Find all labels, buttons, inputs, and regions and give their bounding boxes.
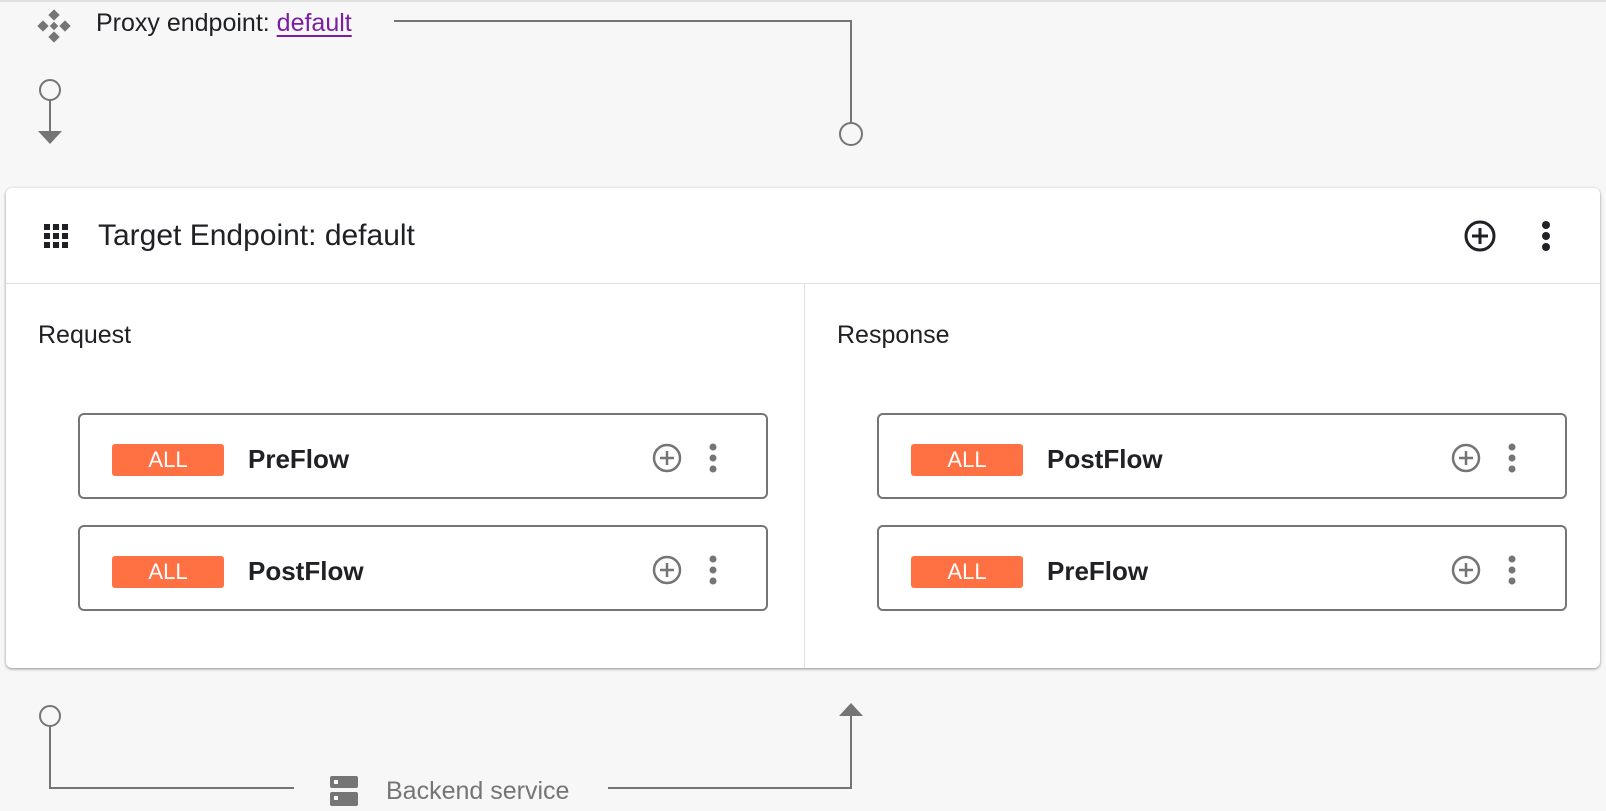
flow-name: PreFlow: [248, 444, 350, 474]
target-endpoint-title: Target Endpoint: default: [98, 219, 415, 252]
condition-badge: ALL: [911, 444, 1023, 476]
response-flow-row-postflow[interactable]: ALL PostFlow: [877, 413, 1567, 499]
proxy-endpoint-text: Proxy endpoint:: [96, 9, 277, 37]
more-vert-icon: [1508, 555, 1516, 585]
add-flow-button[interactable]: [1460, 216, 1500, 256]
response-section-title: Response: [837, 321, 950, 349]
backend-service-label: Backend service: [386, 777, 570, 805]
more-vert-icon: [1542, 221, 1550, 251]
add-policy-button[interactable]: [1449, 553, 1483, 587]
target-more-menu-button[interactable]: [1526, 216, 1566, 256]
flow-more-menu-button[interactable]: [1495, 553, 1529, 587]
request-response-divider: [804, 284, 805, 668]
condition-badge: ALL: [911, 556, 1023, 588]
add-circle-icon: [1451, 555, 1481, 585]
flow-more-menu-button[interactable]: [696, 441, 730, 475]
target-endpoint-header: Target Endpoint: default: [6, 188, 1600, 284]
request-section-title: Request: [38, 321, 132, 349]
target-endpoint-card: Target Endpoint: default Request Respons…: [6, 188, 1600, 668]
add-circle-icon: [1464, 220, 1496, 252]
more-vert-icon: [709, 443, 717, 473]
flow-more-menu-button[interactable]: [696, 553, 730, 587]
add-circle-icon: [652, 555, 682, 585]
request-flow-row-preflow[interactable]: ALL PreFlow: [78, 413, 768, 499]
more-vert-icon: [1508, 443, 1516, 473]
top-border: [0, 0, 1606, 2]
add-circle-icon: [652, 443, 682, 473]
proxy-endpoint-icon: [36, 8, 72, 44]
flow-name: PostFlow: [1047, 444, 1163, 474]
add-circle-icon: [1451, 443, 1481, 473]
response-flow-row-preflow[interactable]: ALL PreFlow: [877, 525, 1567, 611]
more-vert-icon: [709, 555, 717, 585]
apps-grid-icon: [41, 221, 71, 251]
proxy-endpoint-link[interactable]: default: [276, 9, 352, 37]
flow-name: PostFlow: [248, 556, 364, 586]
add-policy-button[interactable]: [1449, 441, 1483, 475]
condition-badge: ALL: [112, 444, 224, 476]
flow-more-menu-button[interactable]: [1495, 441, 1529, 475]
condition-badge: ALL: [112, 556, 224, 588]
add-policy-button[interactable]: [650, 553, 684, 587]
flow-name: PreFlow: [1047, 556, 1149, 586]
server-icon: [329, 775, 359, 806]
request-flow-row-postflow[interactable]: ALL PostFlow: [78, 525, 768, 611]
proxy-endpoint-label: Proxy endpoint: default: [96, 8, 352, 38]
add-policy-button[interactable]: [650, 441, 684, 475]
